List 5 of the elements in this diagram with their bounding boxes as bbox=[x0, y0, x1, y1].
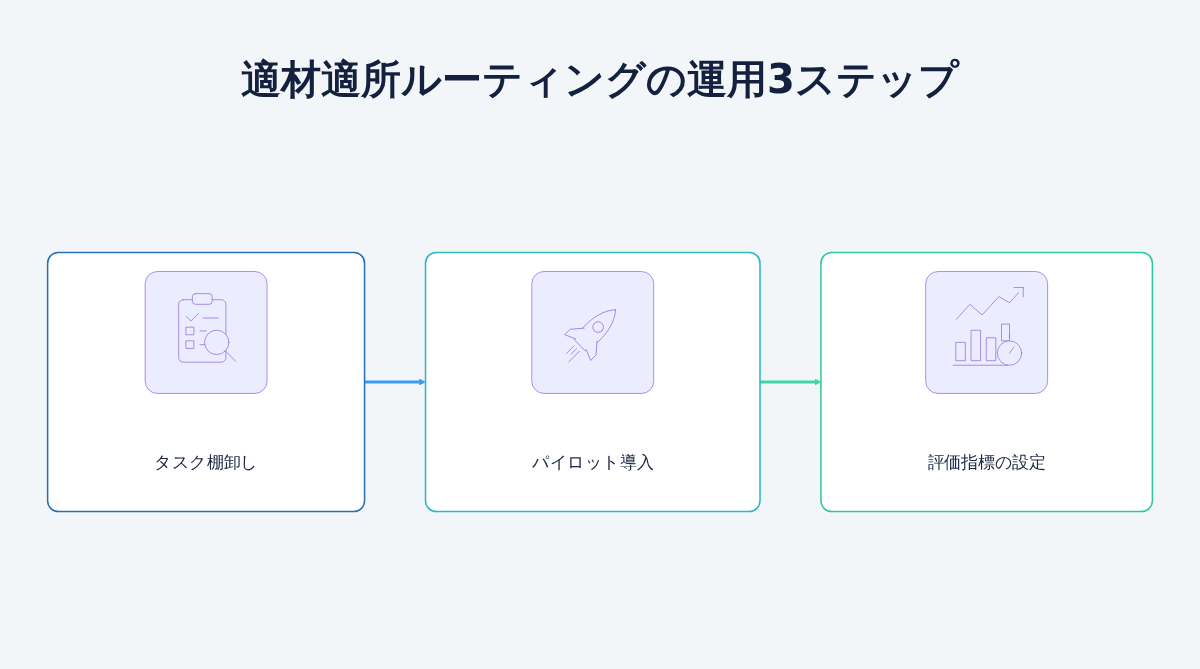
node-label: パイロット導入 bbox=[532, 452, 654, 472]
arrow bbox=[364, 378, 426, 386]
title: 適材適所ルーティングの運用3ステップ bbox=[241, 55, 959, 104]
node-label: 評価指標の設定 bbox=[927, 452, 1046, 472]
node-label: タスク棚卸し bbox=[154, 452, 258, 472]
